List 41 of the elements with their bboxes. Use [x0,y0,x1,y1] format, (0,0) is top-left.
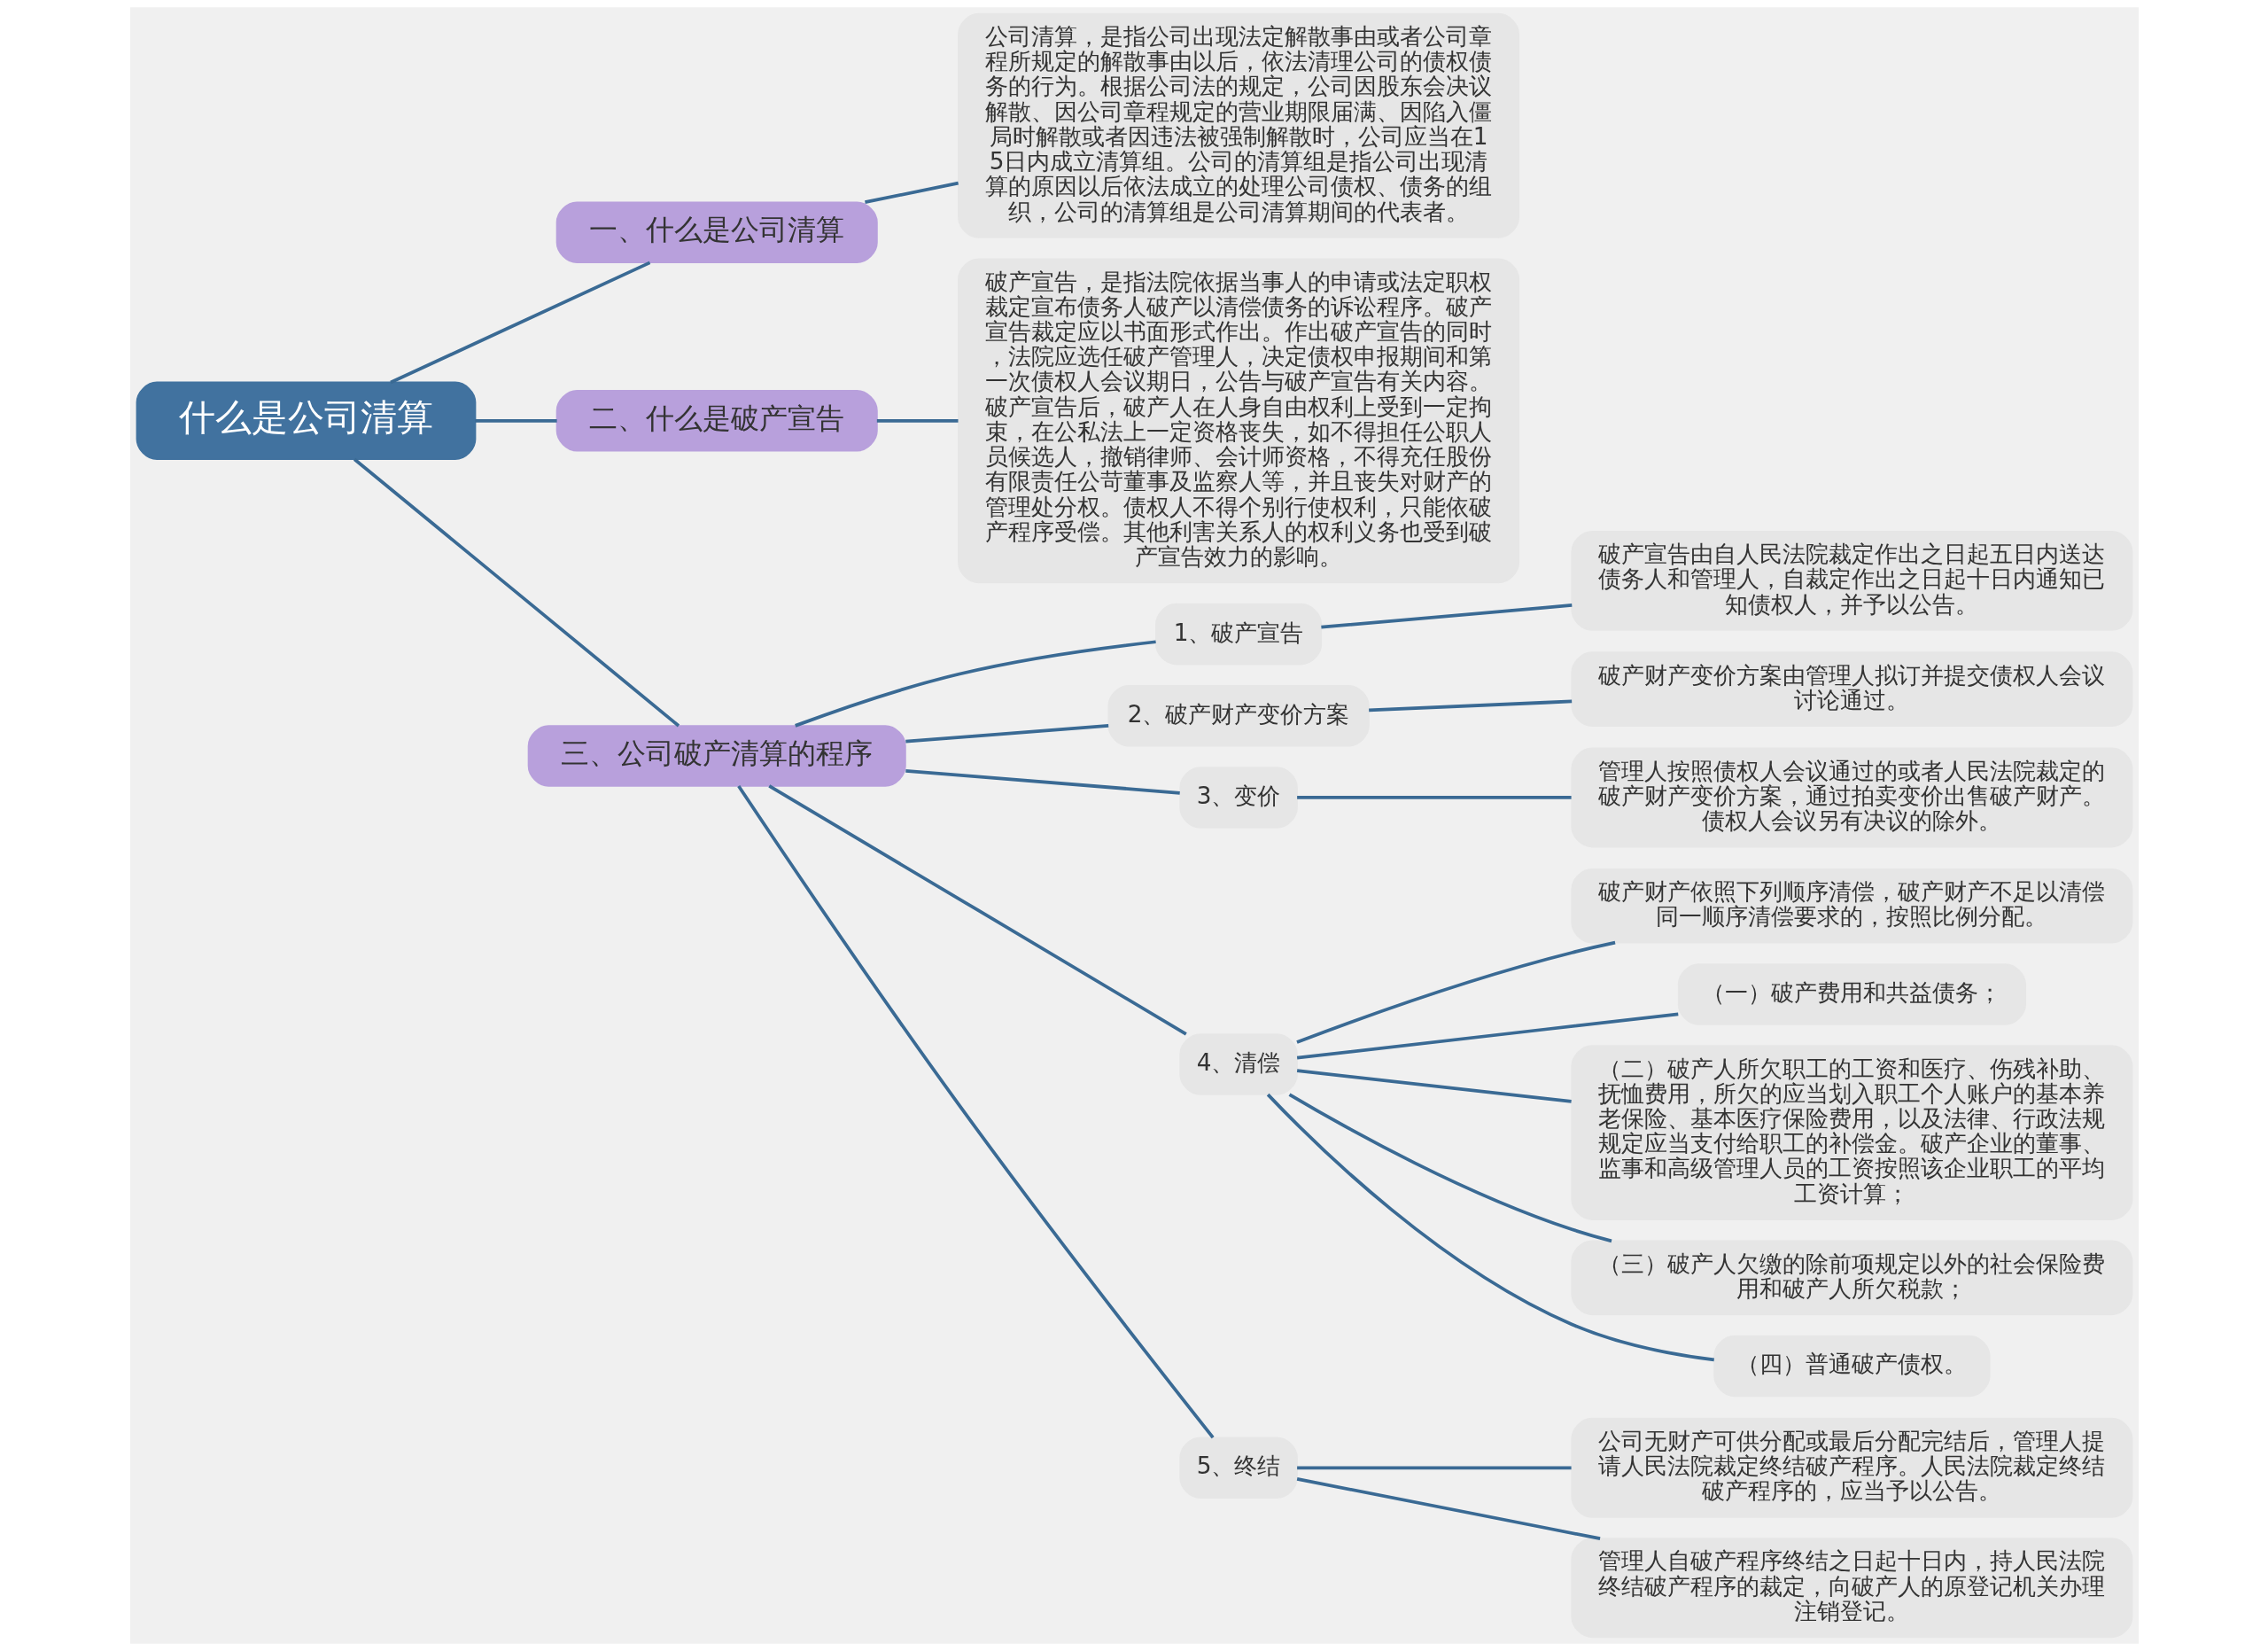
node-box: 破产财产变价方案由管理人拟订并提交债权人会议讨论通过。 [1570,651,2132,728]
connector [1296,1012,1678,1060]
connector [905,724,1108,744]
node-box: （一）破产费用和共益债务； [1677,963,2026,1025]
node-box: 公司无财产可供分配或最后分配完结后，管理人提请人民法院裁定终结破产程序。人民法院裁定终结破产程序的，应当予以公告。 [1570,1417,2132,1518]
connector [353,457,680,728]
connector [876,418,958,423]
node-box: 5、终结 [1178,1437,1298,1499]
connector [1295,940,1615,1044]
node-box: 1、破产宣告 [1154,603,1322,666]
node-box: （三）破产人欠缴的除前项规定以外的社会保险费用和破产人所欠税款； [1570,1240,2132,1316]
connector [736,785,1215,1439]
connector [474,418,557,423]
node-box: 一、什么是公司清算 [555,201,878,263]
node-box: 破产宣告由自人民法院裁定作出之日起五日内送达债务人和管理人，自裁定作出之日起十日内通知已知债权人，并予以公告。 [1570,530,2132,631]
node-box: 三、公司破产清算的程序 [527,725,906,787]
connector [1368,699,1572,713]
connector [864,181,959,205]
node-box: （四）普通破产债权。 [1713,1335,1991,1398]
connector [767,784,1187,1036]
node-box: 2、破产财产变价方案 [1107,685,1370,747]
connector [905,769,1180,795]
connector [1296,1069,1572,1103]
node-box: 3、变价 [1178,767,1298,829]
node-box: 破产宣告，是指法院依据当事人的申请或法定职权裁定宣布债务人破产以清偿债务的诉讼程序。破产宣告裁定应以书面形式作出。作出破产宣告的同时，法院应选任破产管理人，决定债权申报期间和第一次债权人会议期日，公告与破产宣告有关内容。破产宣告后，破产人在人身自由权利上受到一定拘束，在公私法上一定资格丧失，如不得担任公职人员候选人，撤销律师、会计师资格，不得充任股份有限责任公苛董事及监察人等，并且丧失对财产的管理处分权。债权人不得个别行使权利，只能依破产程序受偿。其他利害关系人的权利义务也受到破产宣告效力的影响。 [957,258,1519,584]
connector [1296,1466,1572,1470]
connector [794,640,1156,728]
node-box: （二）破产人所欠职工的工资和医疗、伤残补助、抚恤费用，所欠的应当划入职工个人账户的基本养老保险、基本医疗保险费用，以及法律、行政法规规定应当支付给职工的补偿金。破产企业的董事、监事和高级管理人员的工资按照该企业职工的平均工资计算； [1570,1045,2132,1220]
connector [1266,1093,1714,1362]
node-box: 管理人按照债权人会议通过的或者人民法院裁定的破产财产变价方案，通过拍卖变价出售破产财产。债权人会议另有决议的除外。 [1570,747,2132,848]
node-box: 什么是公司清算 [136,381,476,461]
node-box: 管理人自破产程序终结之日起十日内，持人民法院终结破产程序的裁定，向破产人的原登记机关办理注销登记。 [1570,1538,2132,1639]
connector [1320,604,1572,629]
node-box: 二、什么是破产宣告 [555,390,878,452]
connector [389,261,650,385]
connector [1296,1477,1600,1541]
node-box: 公司清算，是指公司出现法定解散事由或者公司章程所规定的解散事由以后，依法清理公司的债权债务的行为。根据公司法的规定，公司因股东会决议解散、因公司章程规定的营业期限届满、因陷入僵局时解散或者因违法被强制解散时，公司应当在15日内成立清算组。公司的清算组是指公司出现清算的原因以后依法成立的处理公司债权、债务的组织，公司的清算组是公司清算期间的代表者。 [957,12,1519,238]
connector [1288,1093,1612,1243]
connector [1296,796,1572,799]
node-box: 破产财产依照下列顺序清偿，破产财产不足以清偿同一顺序清偿要求的，按照比例分配。 [1570,868,2132,944]
node-box: 4、清偿 [1178,1033,1298,1095]
